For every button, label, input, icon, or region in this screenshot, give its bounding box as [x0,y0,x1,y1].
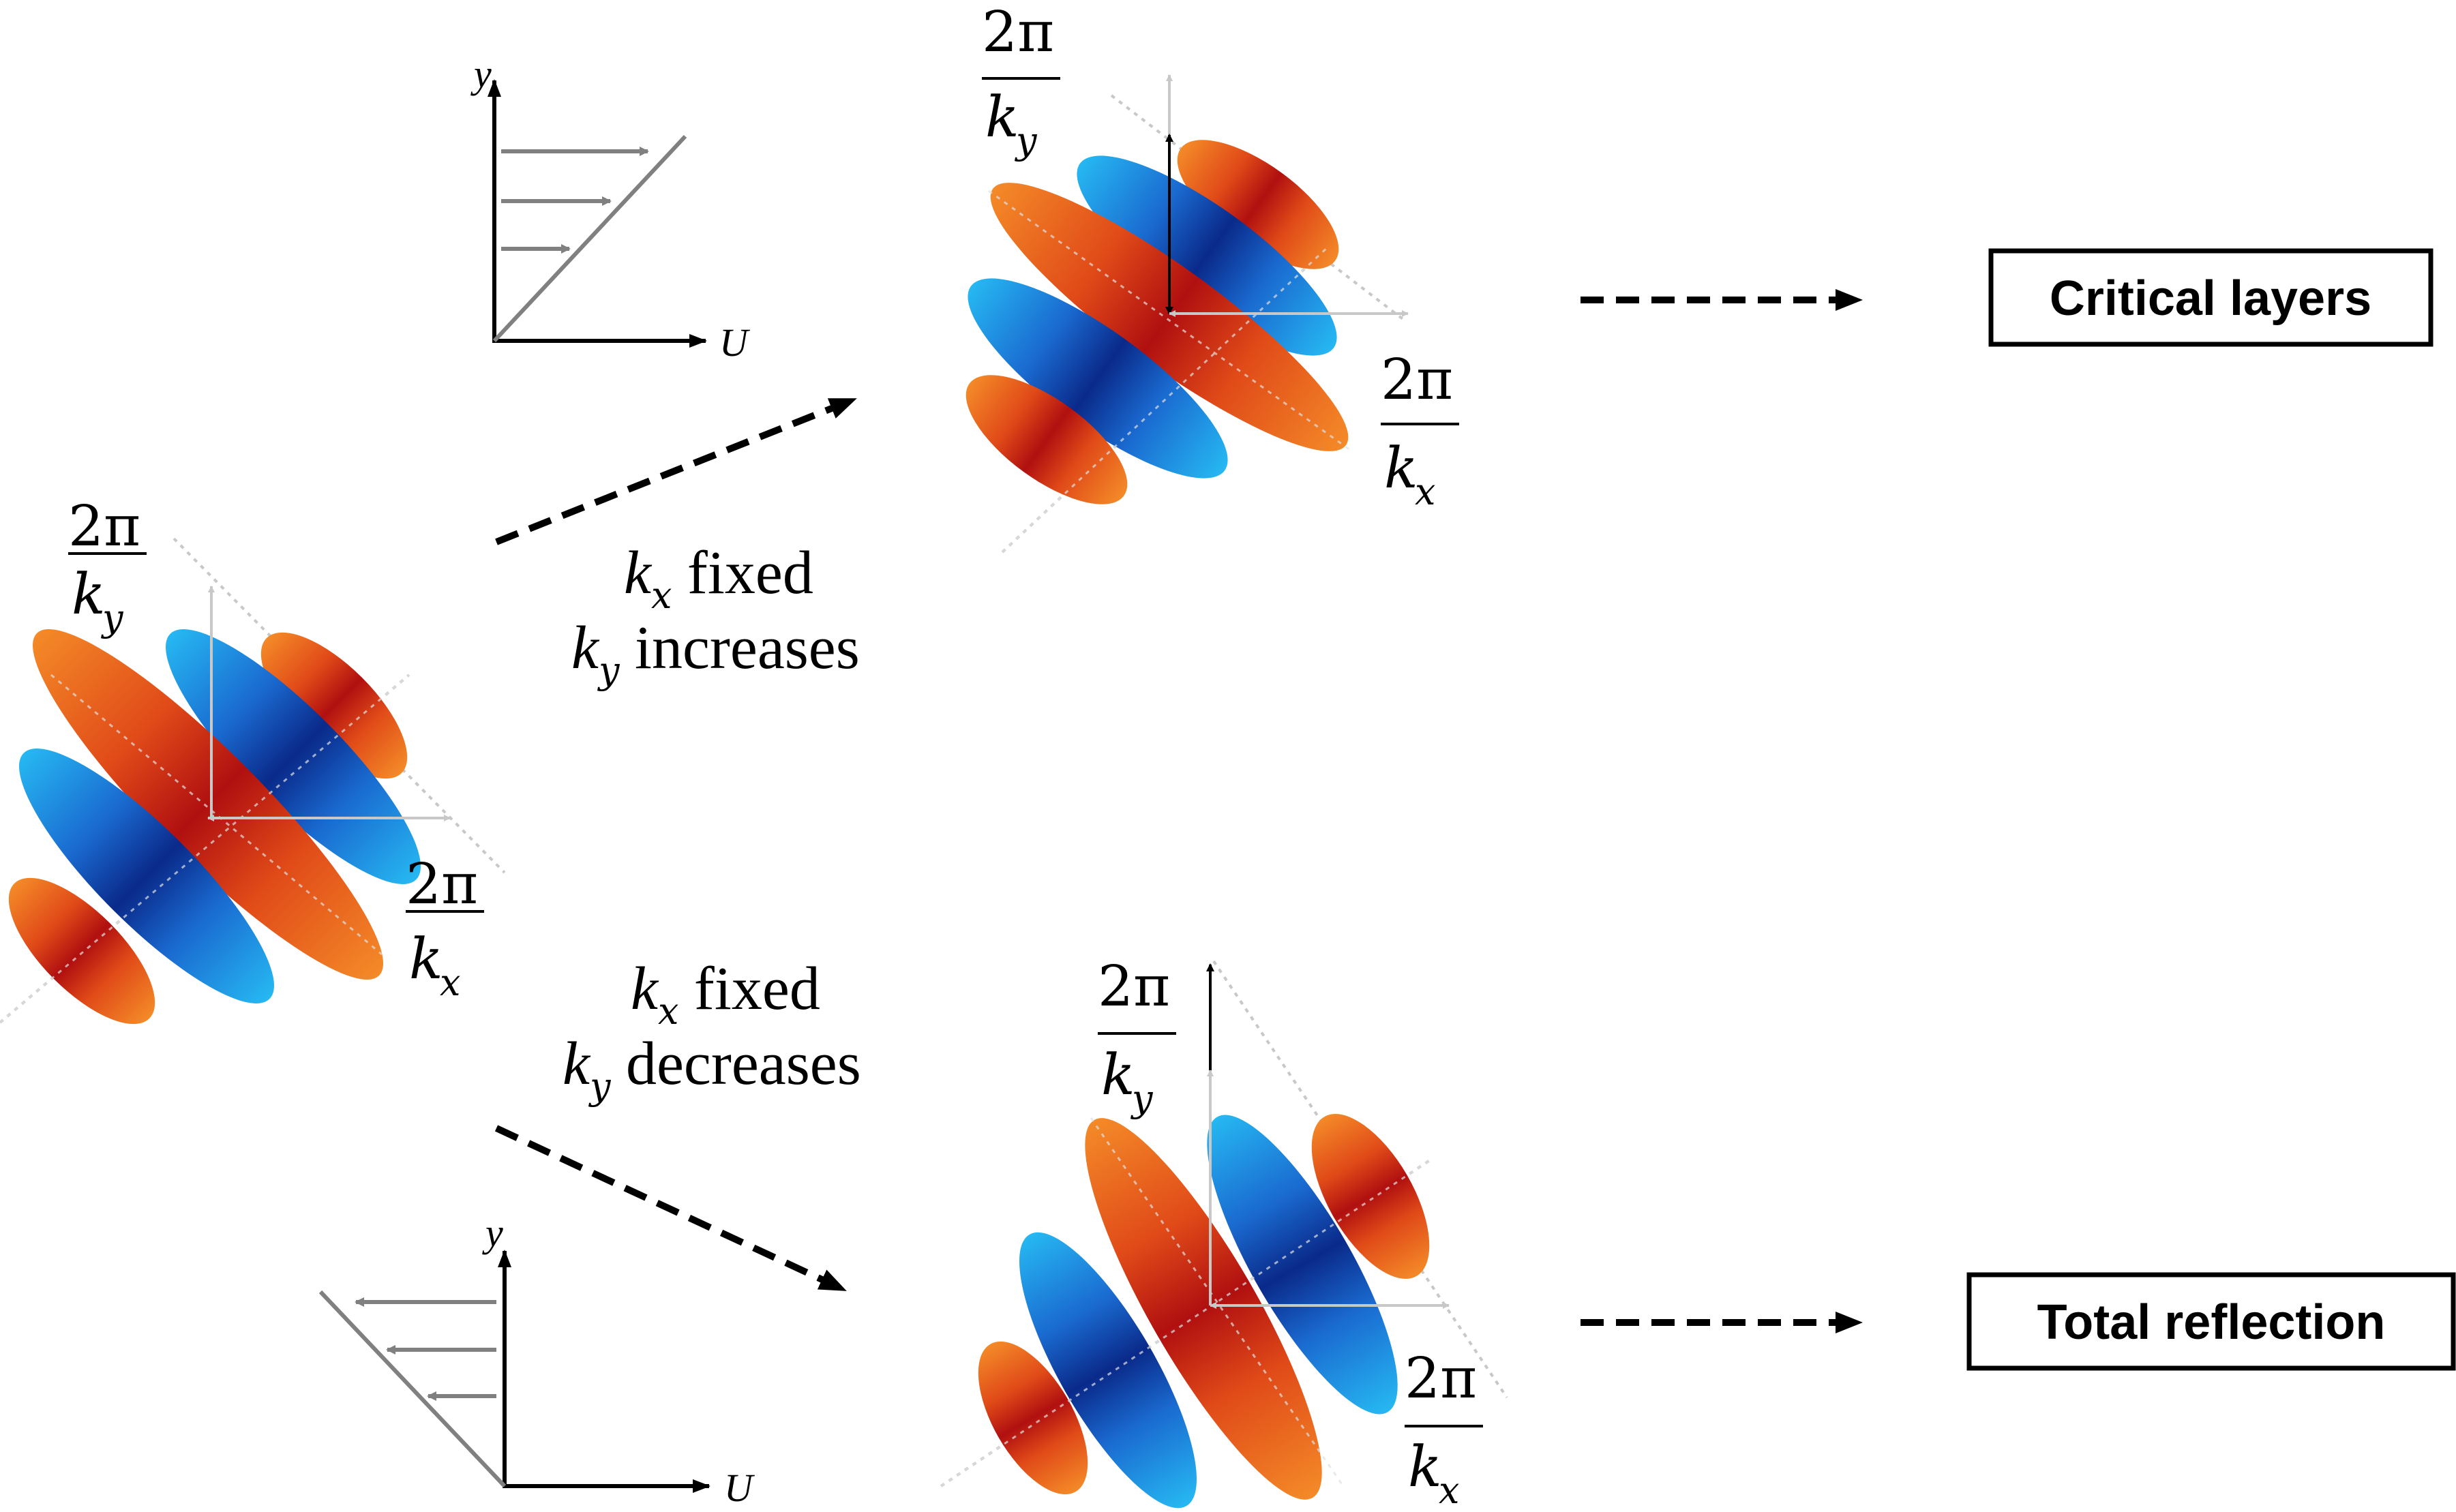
top-inset-profile-line [492,134,687,343]
bottom-label-lambda-y: 2π k y [1098,954,1176,1120]
lower-transition-arrow [494,1125,848,1294]
top-label-lambda-y: 2π k y [982,0,1060,162]
left-diag-axis-overlay [0,674,410,1024]
svg-text:ky decreases: ky decreases [563,1030,861,1108]
bottom-inset-profile-line [318,1290,507,1488]
svg-text:2π: 2π [1098,954,1170,1019]
svg-text:k: k [409,927,443,992]
left-lobe-red-small-top [260,632,408,779]
svg-text:ky increases: ky increases [571,614,860,692]
left-lobe-blue-upper [166,629,421,884]
bottom-lobe-red-small-top [1311,1114,1430,1279]
bottom-label-lambda-x: 2π k x [1405,1346,1483,1512]
upper-transition-arrow [495,395,857,545]
svg-text:y: y [1015,119,1038,162]
svg-text:k: k [1384,436,1418,501]
top-crest-overlay [988,190,1351,451]
top-shear-flow-inset: y U [470,52,751,365]
svg-text:kx fixed: kx fixed [624,539,813,617]
bottom-lobe-red-main [1085,1118,1322,1500]
bottom-diag-overlay [940,1158,1433,1487]
top-inset-u-label: U [719,320,751,365]
svg-text:x: x [440,961,460,1004]
bottom-inset-u-label: U [724,1466,755,1510]
svg-text:2π: 2π [1381,348,1453,412]
top-label-lambda-x: 2π k x [1381,348,1459,513]
critical-layers-label: Critical layers [2050,271,2371,326]
svg-text:k: k [985,85,1019,150]
svg-text:x: x [1439,1469,1459,1512]
left-label-lambda-x: 2π k x [406,852,484,1004]
bottom-crest-overlay [1090,1117,1345,1487]
bottom-wave-packet [940,960,1508,1509]
upper-caption: kx fixed ky increases [571,539,860,692]
svg-text:2π: 2π [406,852,478,917]
left-wave-packet [0,537,506,1025]
total-reflection-label: Total reflection [2037,1295,2386,1350]
svg-text:y: y [101,596,124,639]
svg-text:2π: 2π [68,494,140,559]
svg-text:2π: 2π [982,0,1054,65]
svg-text:k: k [1408,1435,1442,1500]
total-reflection-box: Total reflection [1966,1272,2456,1371]
left-lobe-blue-lower [19,749,274,1003]
bottom-crest-line [1212,960,1508,1399]
lower-caption: kx fixed ky decreases [563,955,861,1108]
svg-text:x: x [1415,470,1435,513]
top-inset-y-label: y [470,52,492,96]
left-lobe-red-main [32,629,384,980]
left-label-lambda-y: 2π k y [68,494,147,639]
svg-text:kx fixed: kx fixed [631,955,820,1033]
top-wave-packet [965,74,1409,554]
top-lobe-red-small-top [1177,140,1339,269]
bottom-shear-flow-inset: y U [318,1211,755,1510]
svg-text:k: k [1101,1043,1135,1108]
top-diag-overlay [1001,244,1331,554]
top-lobe-blue-upper [1077,155,1337,356]
critical-layers-box: Critical layers [1988,248,2433,347]
svg-text:2π: 2π [1405,1346,1477,1411]
svg-text:k: k [72,562,106,627]
left-lobe-red-small-bottom [8,877,155,1025]
top-lobe-red-main [990,183,1349,451]
bottom-inset-y-label: y [482,1211,503,1255]
bottom-lobe-blue-lower [1019,1232,1197,1509]
top-lobe-blue-lower [968,278,1228,479]
bottom-lobe-red-small-bottom [978,1341,1088,1495]
bottom-lobe-blue-upper [1207,1115,1398,1415]
svg-text:y: y [1130,1077,1154,1120]
